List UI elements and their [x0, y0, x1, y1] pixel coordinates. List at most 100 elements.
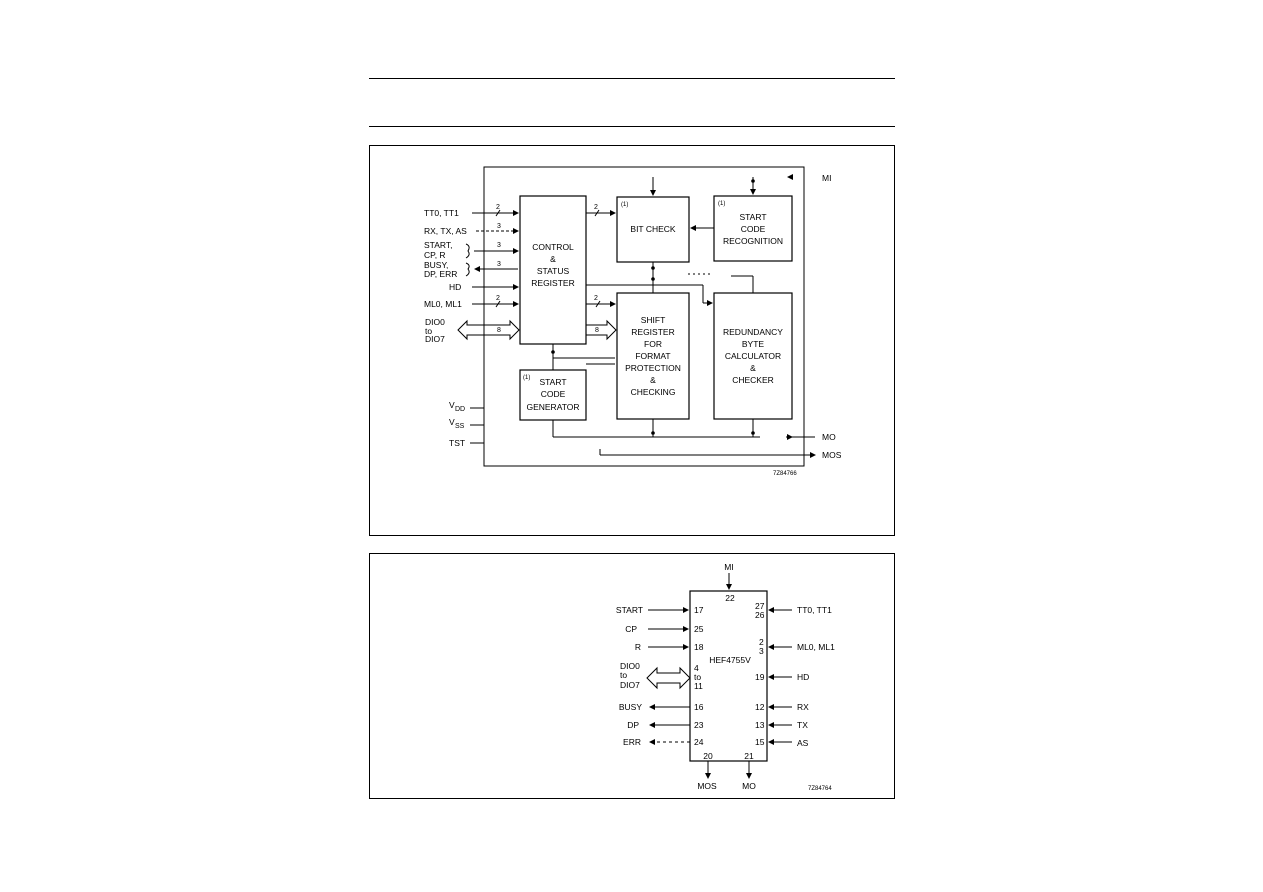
- input-busy-2: DP, ERR: [424, 269, 457, 279]
- pin-mos-label: MOS: [697, 781, 717, 791]
- junction-ctrl-down: [551, 350, 555, 354]
- diagram-code: 7Z84766: [773, 471, 797, 477]
- pin-cp-label: CP: [625, 624, 637, 634]
- pin-busy-label: BUSY: [619, 702, 642, 712]
- ctrl-shift-bus-arrow-icon: [586, 319, 617, 341]
- pin-rx-number: 12: [755, 702, 765, 712]
- input-dio-2: to: [425, 326, 432, 336]
- dio-bidirectional-arrow-icon: [646, 666, 691, 690]
- start-gen-tag: (1): [523, 375, 530, 381]
- redundancy-line-2: BYTE: [742, 339, 765, 349]
- start-gen-line-2: CODE: [541, 389, 566, 399]
- input-dio-3: DIO7: [425, 334, 445, 344]
- top-rule: [369, 78, 895, 79]
- pinout-code: 7Z84764: [808, 786, 832, 792]
- bus-width-start: 3: [497, 242, 501, 249]
- pin-dio-label-1: DIO0: [620, 661, 640, 671]
- bus-width-rx: 3: [497, 223, 501, 230]
- header-rule: [369, 126, 895, 127]
- pin-busy-number: 16: [694, 702, 704, 712]
- pin-mo-number: 21: [744, 751, 754, 761]
- control-line-3: STATUS: [537, 266, 570, 276]
- start-gen-line-3: GENERATOR: [526, 402, 579, 412]
- pin-start-label: START: [616, 605, 643, 615]
- bus-tick-ml: [495, 300, 501, 308]
- redundancy-line-4: &: [750, 363, 756, 373]
- input-tt: TT0, TT1: [424, 208, 459, 218]
- input-vss: V: [449, 417, 455, 427]
- shift-line-3: FOR: [644, 339, 662, 349]
- pin-r-label: R: [635, 642, 641, 652]
- pin-mi-number: 22: [725, 593, 735, 603]
- junction-red-mo: [751, 431, 755, 435]
- bus-tick-ctrl-shift: [595, 300, 601, 308]
- pin-tt-number-b: 26: [755, 610, 765, 620]
- redundancy-line-3: CALCULATOR: [725, 351, 781, 361]
- redundancy-line-5: CHECKER: [732, 375, 774, 385]
- pin-mo-label: MO: [742, 781, 756, 791]
- input-start-1: START,: [424, 240, 453, 250]
- pin-dio-number-1: 4: [694, 663, 699, 673]
- junction-startrec: [751, 179, 755, 183]
- bit-check-label: BIT CHECK: [630, 224, 676, 234]
- bus-tick-tt: [495, 209, 501, 217]
- dio-bus-arrow-icon: [457, 319, 520, 341]
- pin-hd-number: 19: [755, 672, 765, 682]
- pin-dp-number: 23: [694, 720, 704, 730]
- mi-arrow-icon: [787, 174, 793, 180]
- junction-bit-shift-1: [651, 266, 655, 270]
- input-vdd: V: [449, 400, 455, 410]
- bus-width-ml: 2: [496, 295, 500, 302]
- pin-dp-label: DP: [627, 720, 639, 730]
- shift-line-7: CHECKING: [631, 387, 676, 397]
- brace-start: [465, 243, 470, 259]
- pin-err-number: 24: [694, 737, 704, 747]
- mo-arrow-icon: [787, 434, 793, 440]
- bus-width-dio: 8: [497, 327, 501, 334]
- control-line-2: &: [550, 254, 556, 264]
- shift-line-5: PROTECTION: [625, 363, 681, 373]
- start-rec-line-3: RECOGNITION: [723, 236, 783, 246]
- label-mi: MI: [822, 173, 831, 183]
- input-rx: RX, TX, AS: [424, 226, 467, 236]
- control-line-1: CONTROL: [532, 242, 574, 252]
- brace-busy: [465, 262, 470, 277]
- bit-check-tag: (1): [621, 202, 628, 208]
- junction-shift-mo: [651, 431, 655, 435]
- pin-as-label: AS: [797, 738, 809, 748]
- busy-out-arrow-icon: [474, 266, 480, 272]
- bus-width-ctrl-shift-bus: 8: [595, 327, 599, 334]
- start-rec-line-2: CODE: [741, 224, 766, 234]
- chip-name: HEF4755V: [709, 655, 751, 665]
- pin-tx-label: TX: [797, 720, 808, 730]
- input-hd: HD: [449, 282, 461, 292]
- bit-check-block: [616, 196, 690, 263]
- chip-outline: [483, 166, 805, 467]
- pin-hd-label: HD: [797, 672, 809, 682]
- shift-line-6: &: [650, 375, 656, 385]
- pin-start-number: 17: [694, 605, 704, 615]
- pin-ml-number-a: 2: [759, 637, 764, 647]
- pin-dio-number-2: to: [694, 672, 701, 682]
- input-vss-sub: SS: [455, 423, 465, 430]
- redundancy-byte-block: [713, 292, 793, 420]
- pin-cp-number: 25: [694, 624, 704, 634]
- pin-dio-label-3: DIO7: [620, 680, 640, 690]
- bus-width-tt: 2: [496, 204, 500, 211]
- input-start-2: CP, R: [424, 250, 446, 260]
- bus-width-busy: 3: [497, 261, 501, 268]
- input-dio-1: DIO0: [425, 317, 445, 327]
- bus-width-ctrl-shift: 2: [594, 295, 598, 302]
- control-line-4: REGISTER: [531, 278, 574, 288]
- input-tst: TST: [449, 438, 465, 448]
- pin-ml-number-b: 3: [759, 646, 764, 656]
- start-rec-line-1: START: [739, 212, 766, 222]
- label-mos: MOS: [822, 450, 842, 460]
- control-status-register-block: [519, 195, 587, 345]
- pinout-panel: [369, 553, 895, 799]
- bus-width-ctrl-bit: 2: [594, 204, 598, 211]
- start-gen-line-1: START: [539, 377, 566, 387]
- shift-register-block: [616, 292, 690, 420]
- shift-line-1: SHIFT: [641, 315, 666, 325]
